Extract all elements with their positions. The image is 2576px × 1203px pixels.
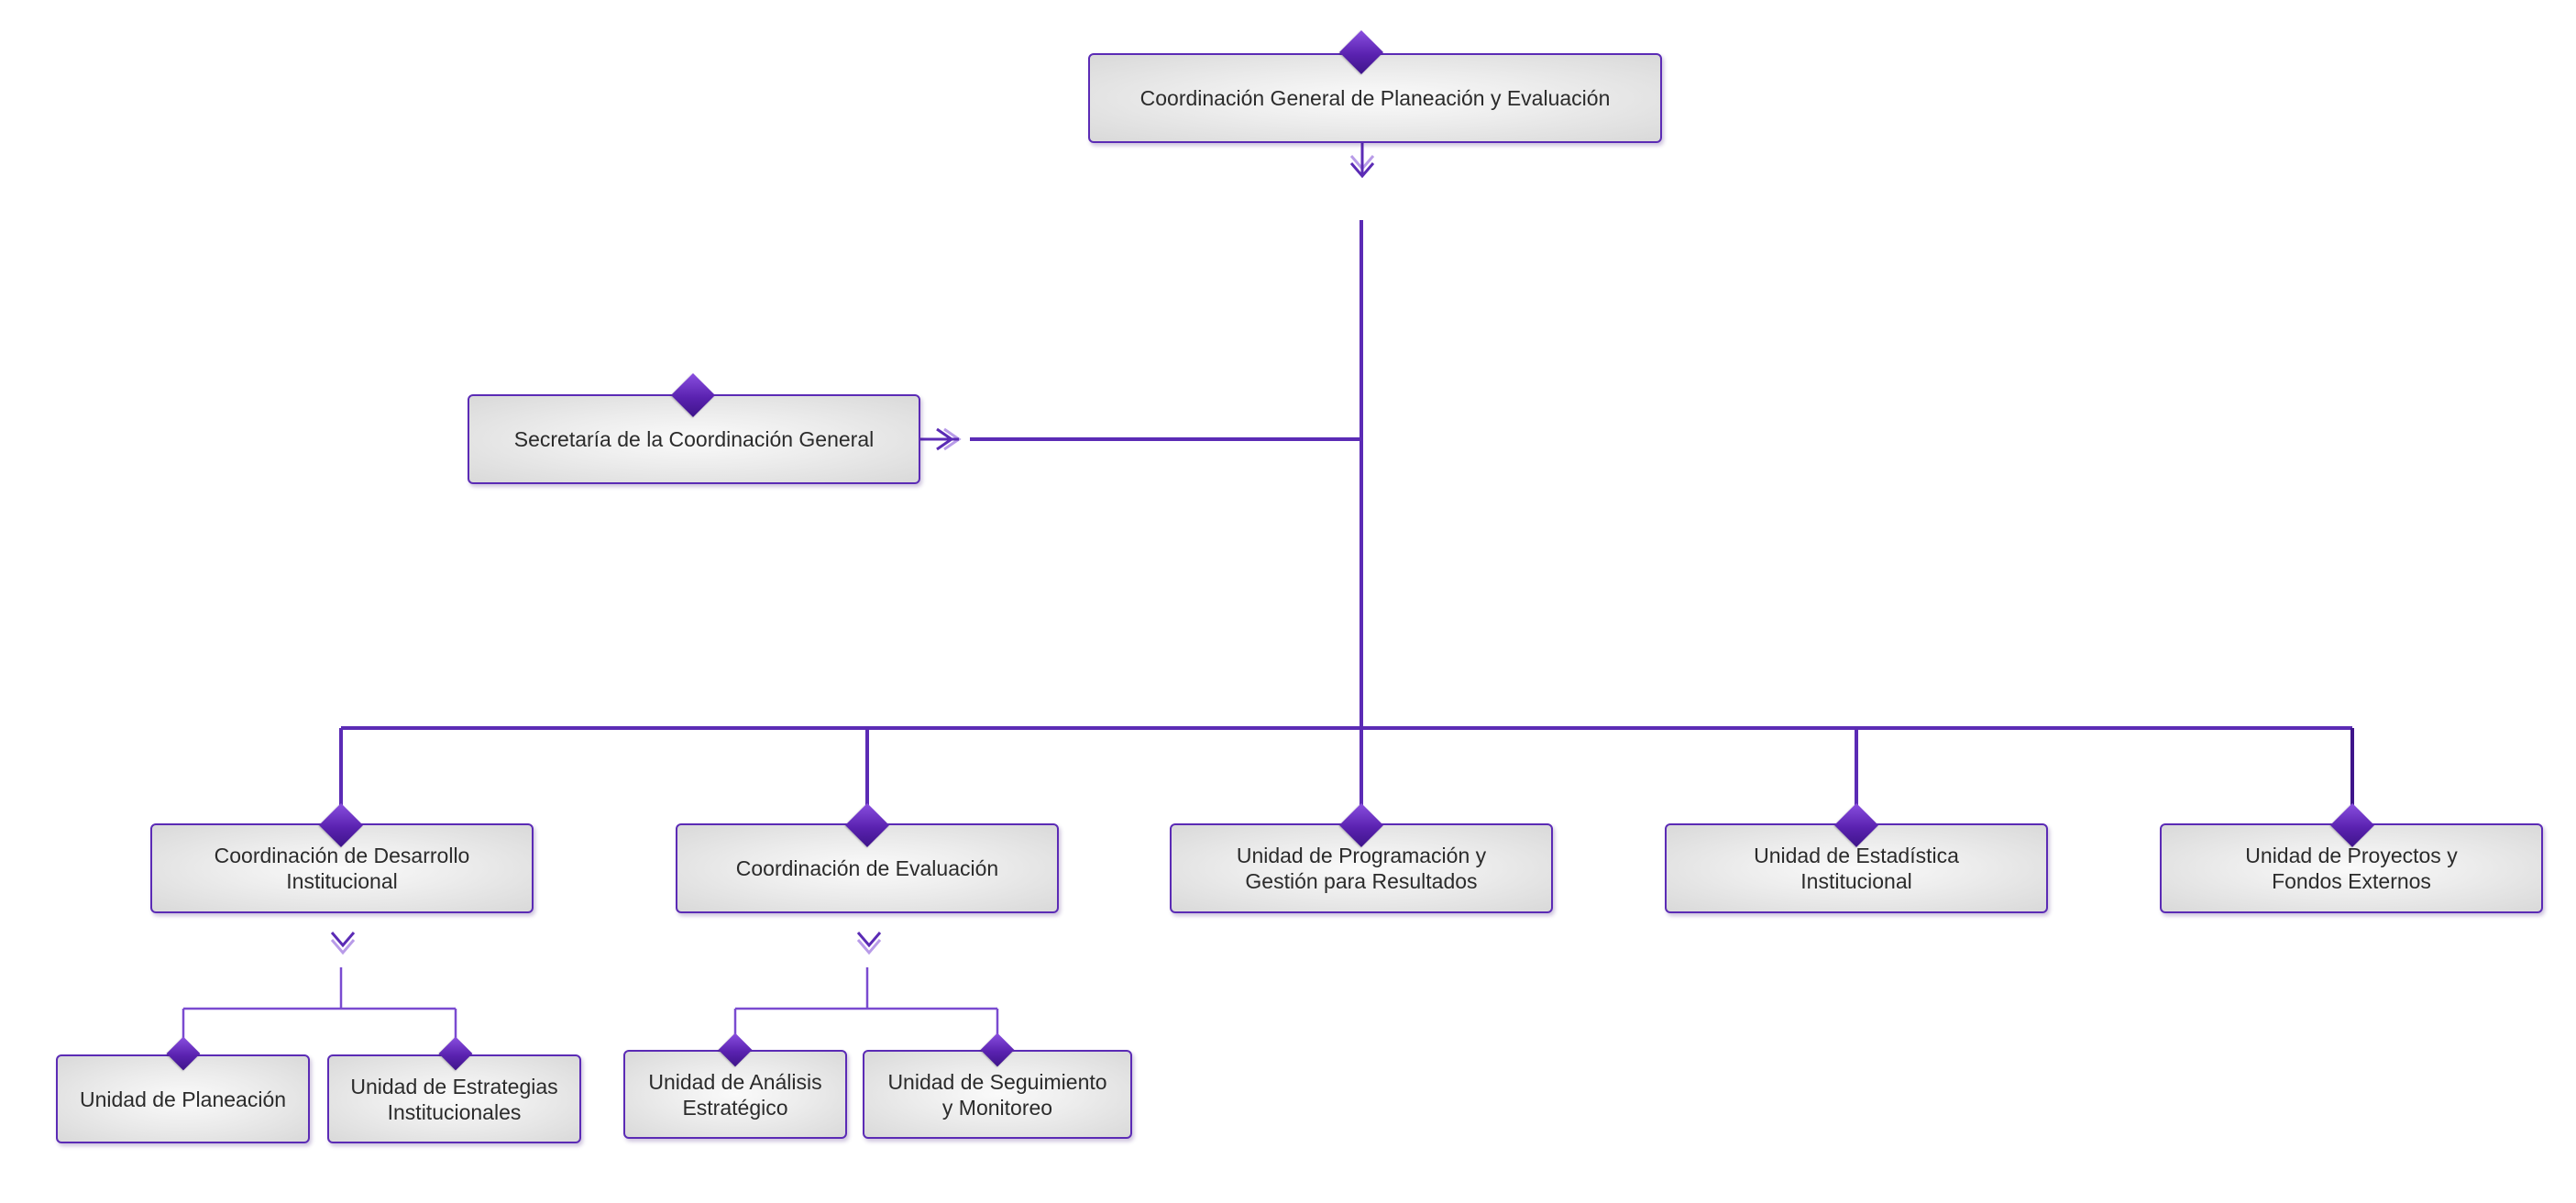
node-label: Unidad de Proyectos y Fondos Externos: [2245, 844, 2458, 893]
node-label: Unidad de Estrategias Institucionales: [350, 1074, 558, 1124]
chevron-down-icon: [330, 932, 356, 948]
org-node-coordinacion-desarrollo: Coordinación de Desarrollo Institucional: [150, 823, 534, 913]
node-label: Unidad de Estadística Institucional: [1754, 844, 1959, 893]
chevron-down-icon: [856, 939, 882, 955]
org-node-root: Coordinación General de Planeación y Eva…: [1088, 53, 1662, 143]
node-label: Unidad de Programación y Gestión para Re…: [1236, 844, 1487, 893]
org-node-unidad-seguimiento: Unidad de Seguimiento y Monitoreo: [863, 1050, 1132, 1139]
node-label: Secretaría de la Coordinación General: [513, 427, 875, 451]
node-label: Unidad de Seguimiento y Monitoreo: [887, 1069, 1107, 1120]
chevron-down-icon: [330, 939, 356, 955]
node-label: Coordinación de Desarrollo Institucional: [214, 844, 470, 893]
node-label: Coordinación de Evaluación: [735, 856, 999, 880]
node-label: Unidad de Planeación: [79, 1087, 287, 1111]
chevron-down-icon: [856, 932, 882, 948]
node-label: Coordinación General de Planeación y Eva…: [1139, 86, 1611, 110]
node-label: Unidad de Análisis Estratégico: [648, 1069, 822, 1120]
